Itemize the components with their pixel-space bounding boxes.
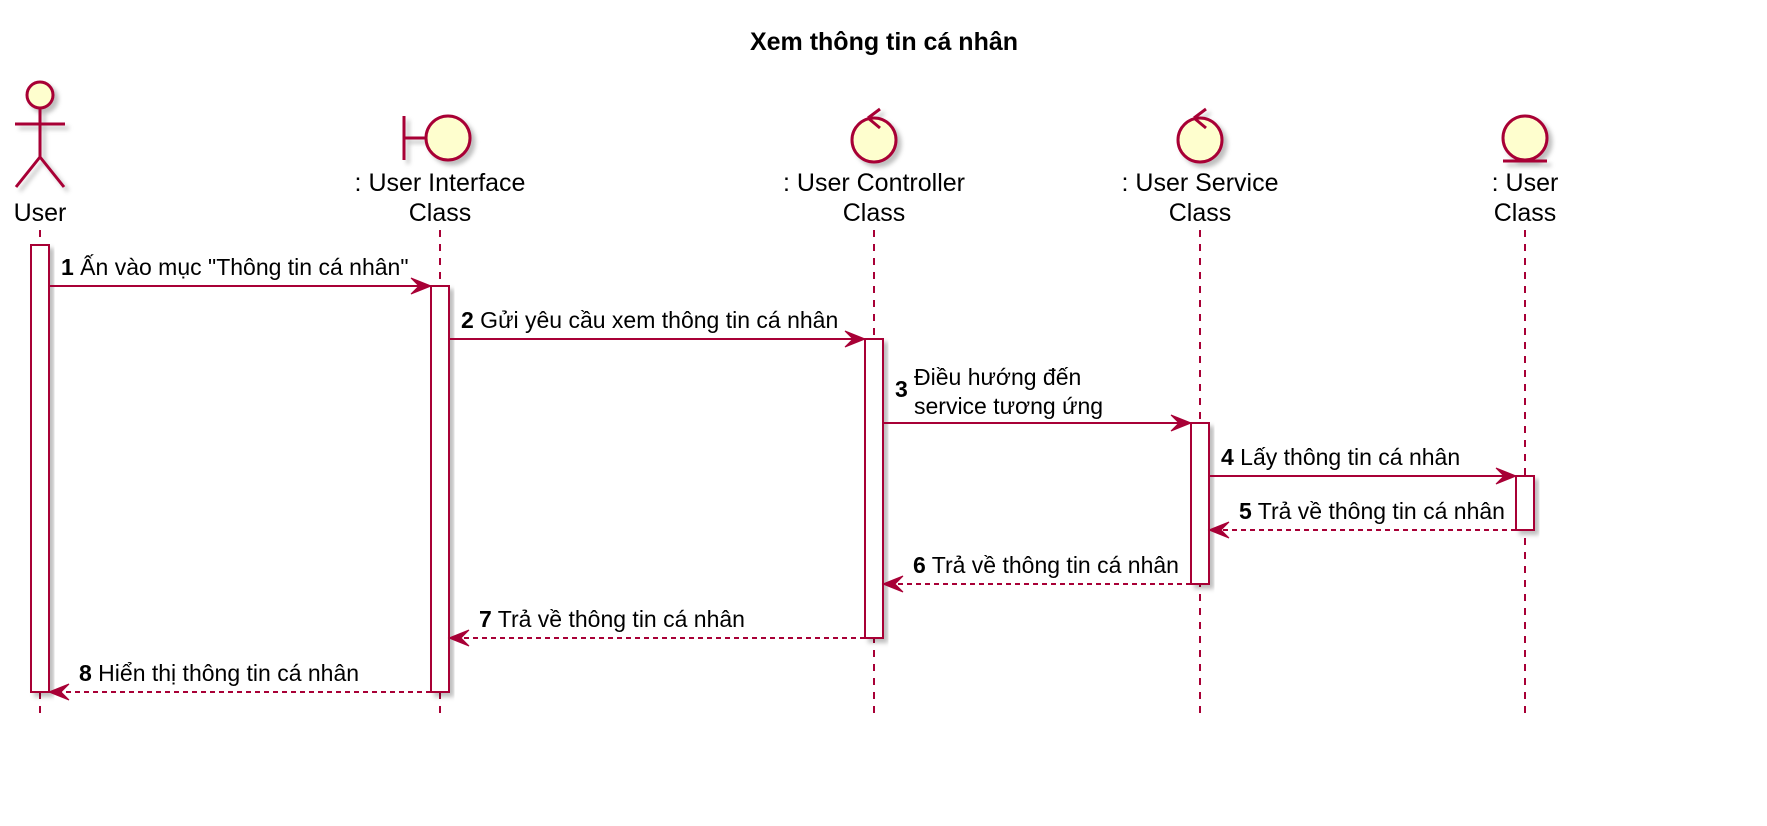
activation-bar-ui: [430, 285, 450, 693]
arrowhead-icon: [410, 277, 433, 295]
arrowhead-icon: [1207, 521, 1230, 539]
participant-name-ui: Class: [409, 199, 472, 227]
message-number: 3: [895, 376, 908, 402]
message-2: 2 Gửi yêu cầu xem thông tin cá nhân: [449, 307, 867, 348]
message-1: 1 Ấn vào mục "Thông tin cá nhân": [49, 253, 433, 295]
message-label: service tương ứng: [914, 393, 1103, 419]
message-7: 7 Trả về thông tin cá nhân: [447, 606, 865, 647]
arrowhead-icon: [881, 575, 904, 593]
participant-name-entity: Class: [1494, 199, 1557, 227]
message-label: 2 Gửi yêu cầu xem thông tin cá nhân: [461, 307, 838, 333]
message-8: 8 Hiển thị thông tin cá nhân: [47, 660, 431, 701]
message-label: 5 Trả về thông tin cá nhân: [1239, 498, 1505, 524]
participant-name-service: Class: [1169, 199, 1232, 227]
arrowhead-icon: [844, 330, 867, 348]
message-label: 6 Trả về thông tin cá nhân: [913, 552, 1179, 578]
participant-name-entity: : User: [1492, 169, 1559, 197]
boundary-icon: [402, 114, 472, 162]
arrowhead-icon: [1495, 467, 1518, 485]
message-5: 5 Trả về thông tin cá nhân: [1207, 498, 1516, 539]
participant-name-controller: : User Controller: [783, 169, 965, 197]
participant-name-ui: : User Interface: [355, 169, 526, 197]
control-icon: [850, 107, 898, 164]
message-label: 1 Ấn vào mục "Thông tin cá nhân": [61, 253, 409, 280]
message-label: 7 Trả về thông tin cá nhân: [479, 606, 745, 632]
participant-name-service: : User Service: [1122, 169, 1279, 197]
activation-bar-entity: [1515, 475, 1535, 531]
activation-bar-service: [1190, 422, 1210, 585]
message-label: 4 Lấy thông tin cá nhân: [1221, 444, 1460, 470]
message-4: 4 Lấy thông tin cá nhân: [1209, 444, 1518, 485]
activation-bar-user: [30, 244, 50, 693]
diagram-title: Xem thông tin cá nhân: [750, 28, 1018, 56]
arrowhead-icon: [1170, 414, 1193, 432]
arrowhead-icon: [447, 629, 470, 647]
participant-name-controller: Class: [843, 199, 906, 227]
activation-bar-controller: [864, 338, 884, 639]
entity-icon: [1501, 114, 1549, 163]
actor-icon: [14, 80, 66, 188]
message-6: 6 Trả về thông tin cá nhân: [881, 552, 1191, 593]
message-label: 8 Hiển thị thông tin cá nhân: [79, 660, 359, 686]
participant-name-user: User: [14, 199, 67, 227]
arrowhead-icon: [47, 683, 70, 701]
control-icon: [1176, 107, 1224, 164]
message-label: Điều hướng đến: [914, 364, 1081, 390]
